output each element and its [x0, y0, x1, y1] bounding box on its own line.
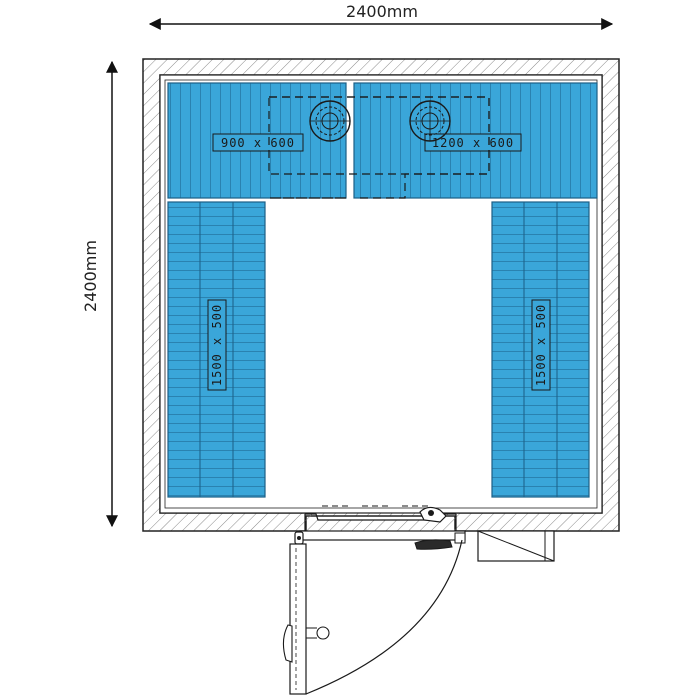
height-dimension: 2400mm — [81, 60, 118, 528]
fan-icon — [309, 100, 351, 142]
door-swing-arc — [305, 539, 463, 695]
shelf-top-right: 1200 x 600 — [353, 82, 598, 199]
shelf-right: 1500 x 500 — [491, 201, 590, 498]
width-dimension: 2400mm — [148, 2, 614, 30]
fan-icon — [409, 100, 451, 142]
height-label: 2400mm — [81, 240, 100, 312]
shelf-top-right-label: 1200 x 600 — [432, 136, 514, 150]
shelf-left: 1500 x 500 — [167, 201, 266, 498]
refrigeration-unit — [477, 530, 555, 562]
shelf-top-left: 900 x 600 — [167, 82, 347, 199]
width-label: 2400mm — [346, 2, 418, 21]
shelf-top-left-label: 900 x 600 — [221, 136, 295, 150]
door-leaf — [282, 543, 330, 695]
hinge-icon — [294, 531, 304, 545]
door-handle-icon — [414, 506, 466, 550]
shelf-right-label: 1500 x 500 — [534, 304, 548, 386]
evaporator-outline — [268, 96, 490, 199]
shelf-left-label: 1500 x 500 — [210, 304, 224, 386]
